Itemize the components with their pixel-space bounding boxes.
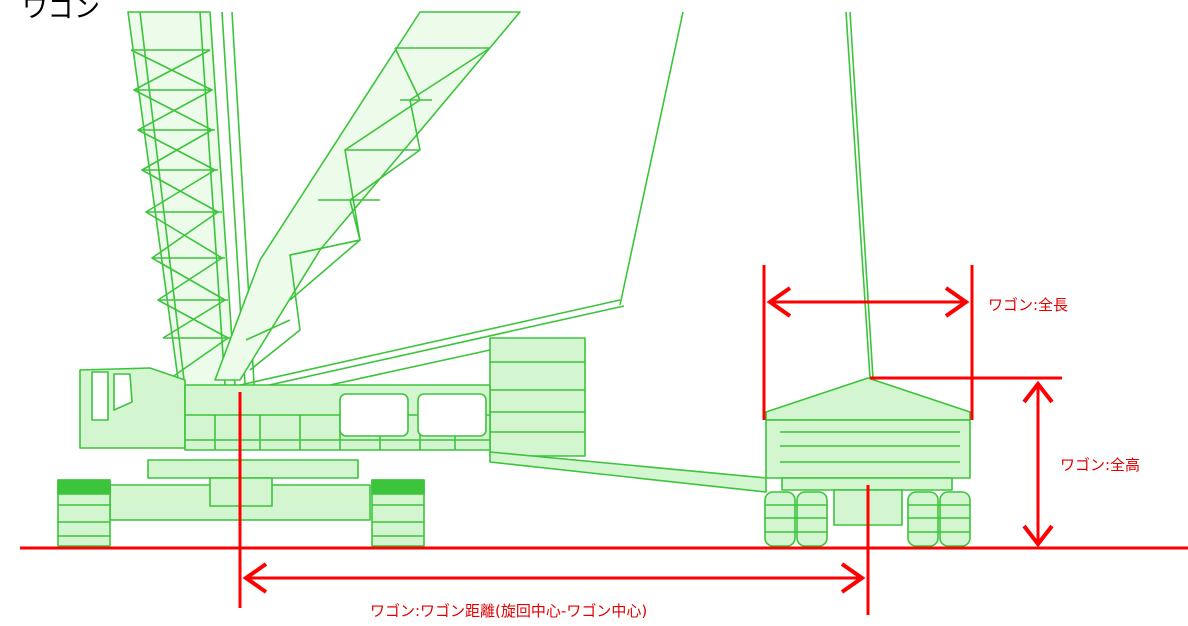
upper-works — [184, 384, 491, 451]
crawler-left — [57, 479, 111, 547]
wagon-tires — [764, 491, 971, 547]
operator-cab — [79, 367, 186, 449]
jib-boom — [214, 11, 521, 381]
counterweight — [489, 337, 586, 457]
crane-illustration — [57, 11, 971, 547]
distance-label: ワゴン:ワゴン距離(旋回中心-ワゴン中心) — [370, 602, 648, 620]
length-label: ワゴン:全長 — [988, 296, 1069, 314]
main-boom — [127, 11, 256, 431]
crawler-right — [371, 479, 425, 547]
height-label: ワゴン:全高 — [1060, 456, 1141, 474]
dimension-lines — [20, 265, 1188, 615]
header-text: ワゴン — [22, 0, 101, 24]
